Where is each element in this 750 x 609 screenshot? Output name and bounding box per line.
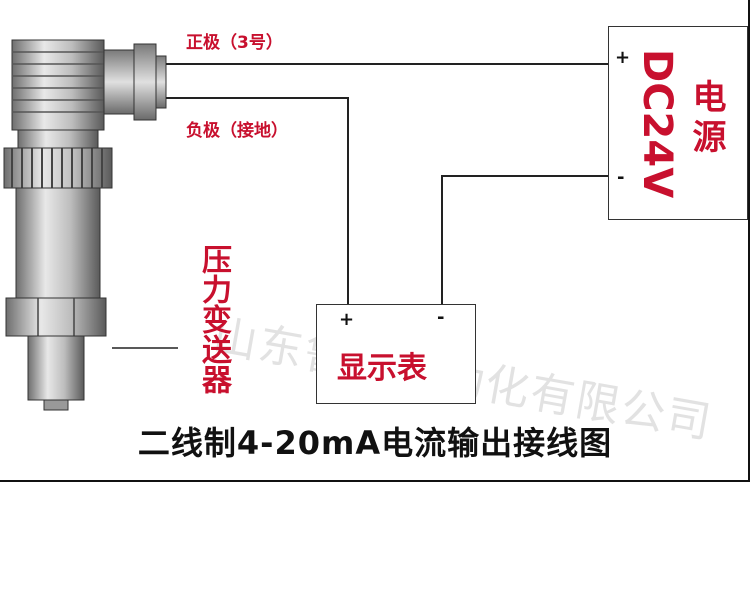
return-wire (441, 175, 608, 304)
display-plus-sign: + (339, 309, 355, 330)
display-minus-sign: - (437, 307, 445, 328)
power-supply-box: + - DC24V 电源 (608, 26, 748, 220)
display-meter-label: 显示表 (337, 351, 427, 386)
power-minus-sign: - (617, 167, 625, 188)
transmitter-label: 压力变送器 (196, 244, 231, 394)
negative-wire-label: 负极（接地） (186, 121, 288, 141)
negative-wire (166, 97, 349, 304)
power-title-label: 电源 (686, 79, 726, 159)
display-meter-box: + - 显示表 (316, 304, 476, 404)
diagram-caption: 二线制4-20mA电流输出接线图 (137, 424, 613, 462)
power-voltage-label: DC24V (634, 49, 680, 199)
pressure-transmitter-device (3, 39, 167, 411)
wiring-diagram (3, 39, 608, 411)
positive-wire-label: 正极（3号） (186, 33, 283, 53)
power-plus-sign: + (615, 47, 631, 68)
diagram-frame: 山东鲁仪自动化有限公司 (0, 0, 750, 482)
